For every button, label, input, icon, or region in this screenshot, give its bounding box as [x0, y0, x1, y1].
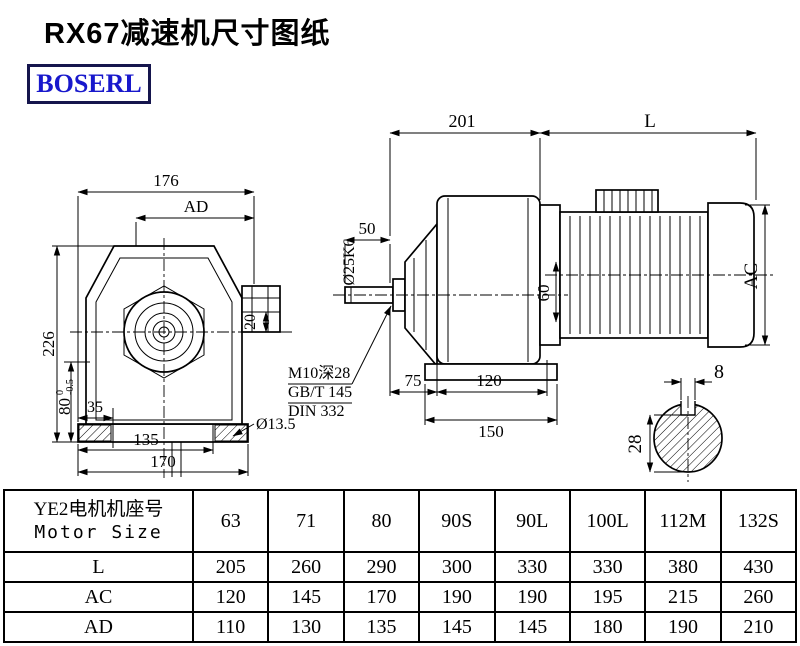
value-cell: 145	[493, 611, 571, 643]
dim-label-75: 75	[405, 371, 422, 390]
note-gb-standard: GB/T 145	[288, 384, 352, 401]
value-cell: 380	[644, 551, 722, 583]
dim-label-ad: AD	[184, 197, 209, 216]
value-cell: 190	[493, 581, 571, 613]
value-cell: 190	[644, 611, 722, 643]
size-cell: 132S	[719, 489, 798, 553]
dim-label-80: 80	[55, 398, 74, 415]
page-title: RX67减速机尺寸图纸	[44, 18, 331, 50]
row-label-cell: AC	[3, 581, 194, 613]
dim-label-8: 8	[714, 361, 724, 383]
table-header-row: YE2电机机座号 Motor Size 63 71 80 90S 90L 100…	[3, 489, 798, 553]
dim-label-50: 50	[359, 219, 376, 238]
value-cell: 260	[719, 581, 798, 613]
value-cell: 300	[418, 551, 496, 583]
value-cell: 210	[719, 611, 798, 643]
row-label-cell: AD	[3, 611, 194, 643]
front-left-foot-hatch	[78, 424, 112, 442]
size-cell: 80	[342, 489, 421, 553]
motor-terminal-box	[595, 189, 659, 213]
motor-size-header-cn: YE2电机机座号	[33, 498, 164, 520]
gear-housing	[436, 195, 541, 365]
size-cell: 90S	[418, 489, 496, 553]
value-cell: 205	[191, 551, 270, 583]
dim-label-L: L	[644, 111, 656, 132]
front-right-foot-hatch	[214, 424, 248, 442]
value-cell: 145	[267, 581, 345, 613]
size-cell: 71	[267, 489, 345, 553]
dim-label-176: 176	[153, 171, 179, 190]
dim-label-226: 226	[39, 331, 58, 357]
value-cell: 430	[719, 551, 798, 583]
shaft-section-view: 8 28	[625, 361, 724, 482]
size-cell: 90L	[493, 489, 571, 553]
value-cell: 330	[493, 551, 571, 583]
value-cell: 130	[267, 611, 345, 643]
dim-label-AC: AC	[741, 263, 762, 289]
dim-label-201: 201	[449, 111, 476, 131]
front-view: 176 AD 226 80 0 -0.5 20 35 1	[39, 171, 296, 478]
dim-label-170: 170	[150, 452, 176, 471]
motor-size-header-en: Motor Size	[34, 521, 163, 543]
front-housing-outline	[85, 245, 243, 425]
dim-label-80-tol-bot: -0.5	[65, 379, 76, 395]
table-row-AD: AD 110 130 135 145 145 180 190 210	[3, 611, 798, 643]
value-cell: 145	[418, 611, 496, 643]
motor-size-header-cell: YE2电机机座号 Motor Size	[3, 489, 194, 553]
value-cell: 190	[418, 581, 496, 613]
dim-label-80-group: 80 0 -0.5	[55, 379, 76, 415]
dim-label-120: 120	[476, 371, 502, 390]
value-cell: 135	[342, 611, 421, 643]
note-din-standard: DIN 332	[288, 403, 344, 420]
brand-logo-box: BOSERL	[27, 64, 151, 104]
brand-logo-text: BOSERL	[36, 69, 142, 98]
table-row-L: L 205 260 290 300 330 330 380 430	[3, 551, 798, 583]
value-cell: 215	[644, 581, 722, 613]
table-row-AC: AC 120 145 170 190 190 195 215 260	[3, 581, 798, 613]
size-cell: 63	[191, 489, 270, 553]
row-label-cell: L	[3, 551, 194, 583]
front-hex-boss	[123, 285, 205, 379]
size-cell: 100L	[568, 489, 647, 553]
value-cell: 120	[191, 581, 270, 613]
dim-label-135: 135	[133, 430, 159, 449]
dim-label-80-tol-top: 0	[55, 390, 66, 395]
dim-label-shaft-dia: Ø25K6	[341, 238, 358, 285]
front-housing-inner-contour	[95, 257, 233, 421]
motor-size-table: YE2电机机座号 Motor Size 63 71 80 90S 90L 100…	[3, 489, 798, 643]
value-cell: 290	[342, 551, 421, 583]
value-cell: 110	[191, 611, 270, 643]
dim-label-150: 150	[478, 422, 504, 441]
value-cell: 180	[568, 611, 647, 643]
note-tapped-hole: M10深28	[288, 364, 350, 382]
dim-label-60: 60	[534, 285, 553, 302]
value-cell: 260	[267, 551, 345, 583]
dim-label-hole-dia: Ø13.5	[256, 416, 296, 433]
dim-label-28: 28	[625, 435, 646, 454]
technical-drawing: 176 AD 226 80 0 -0.5 20 35 1	[39, 111, 774, 482]
size-cell: 112M	[644, 489, 722, 553]
dim-label-20: 20	[242, 314, 259, 330]
dim-label-35: 35	[87, 399, 103, 416]
side-view: 201 L 50 Ø25K6 60 AC M10深28 GB/T 145 DIN…	[288, 111, 774, 441]
value-cell: 170	[342, 581, 421, 613]
value-cell: 195	[568, 581, 647, 613]
housing-feet	[424, 363, 558, 381]
terminal-box-ribs	[603, 190, 653, 212]
value-cell: 330	[568, 551, 647, 583]
